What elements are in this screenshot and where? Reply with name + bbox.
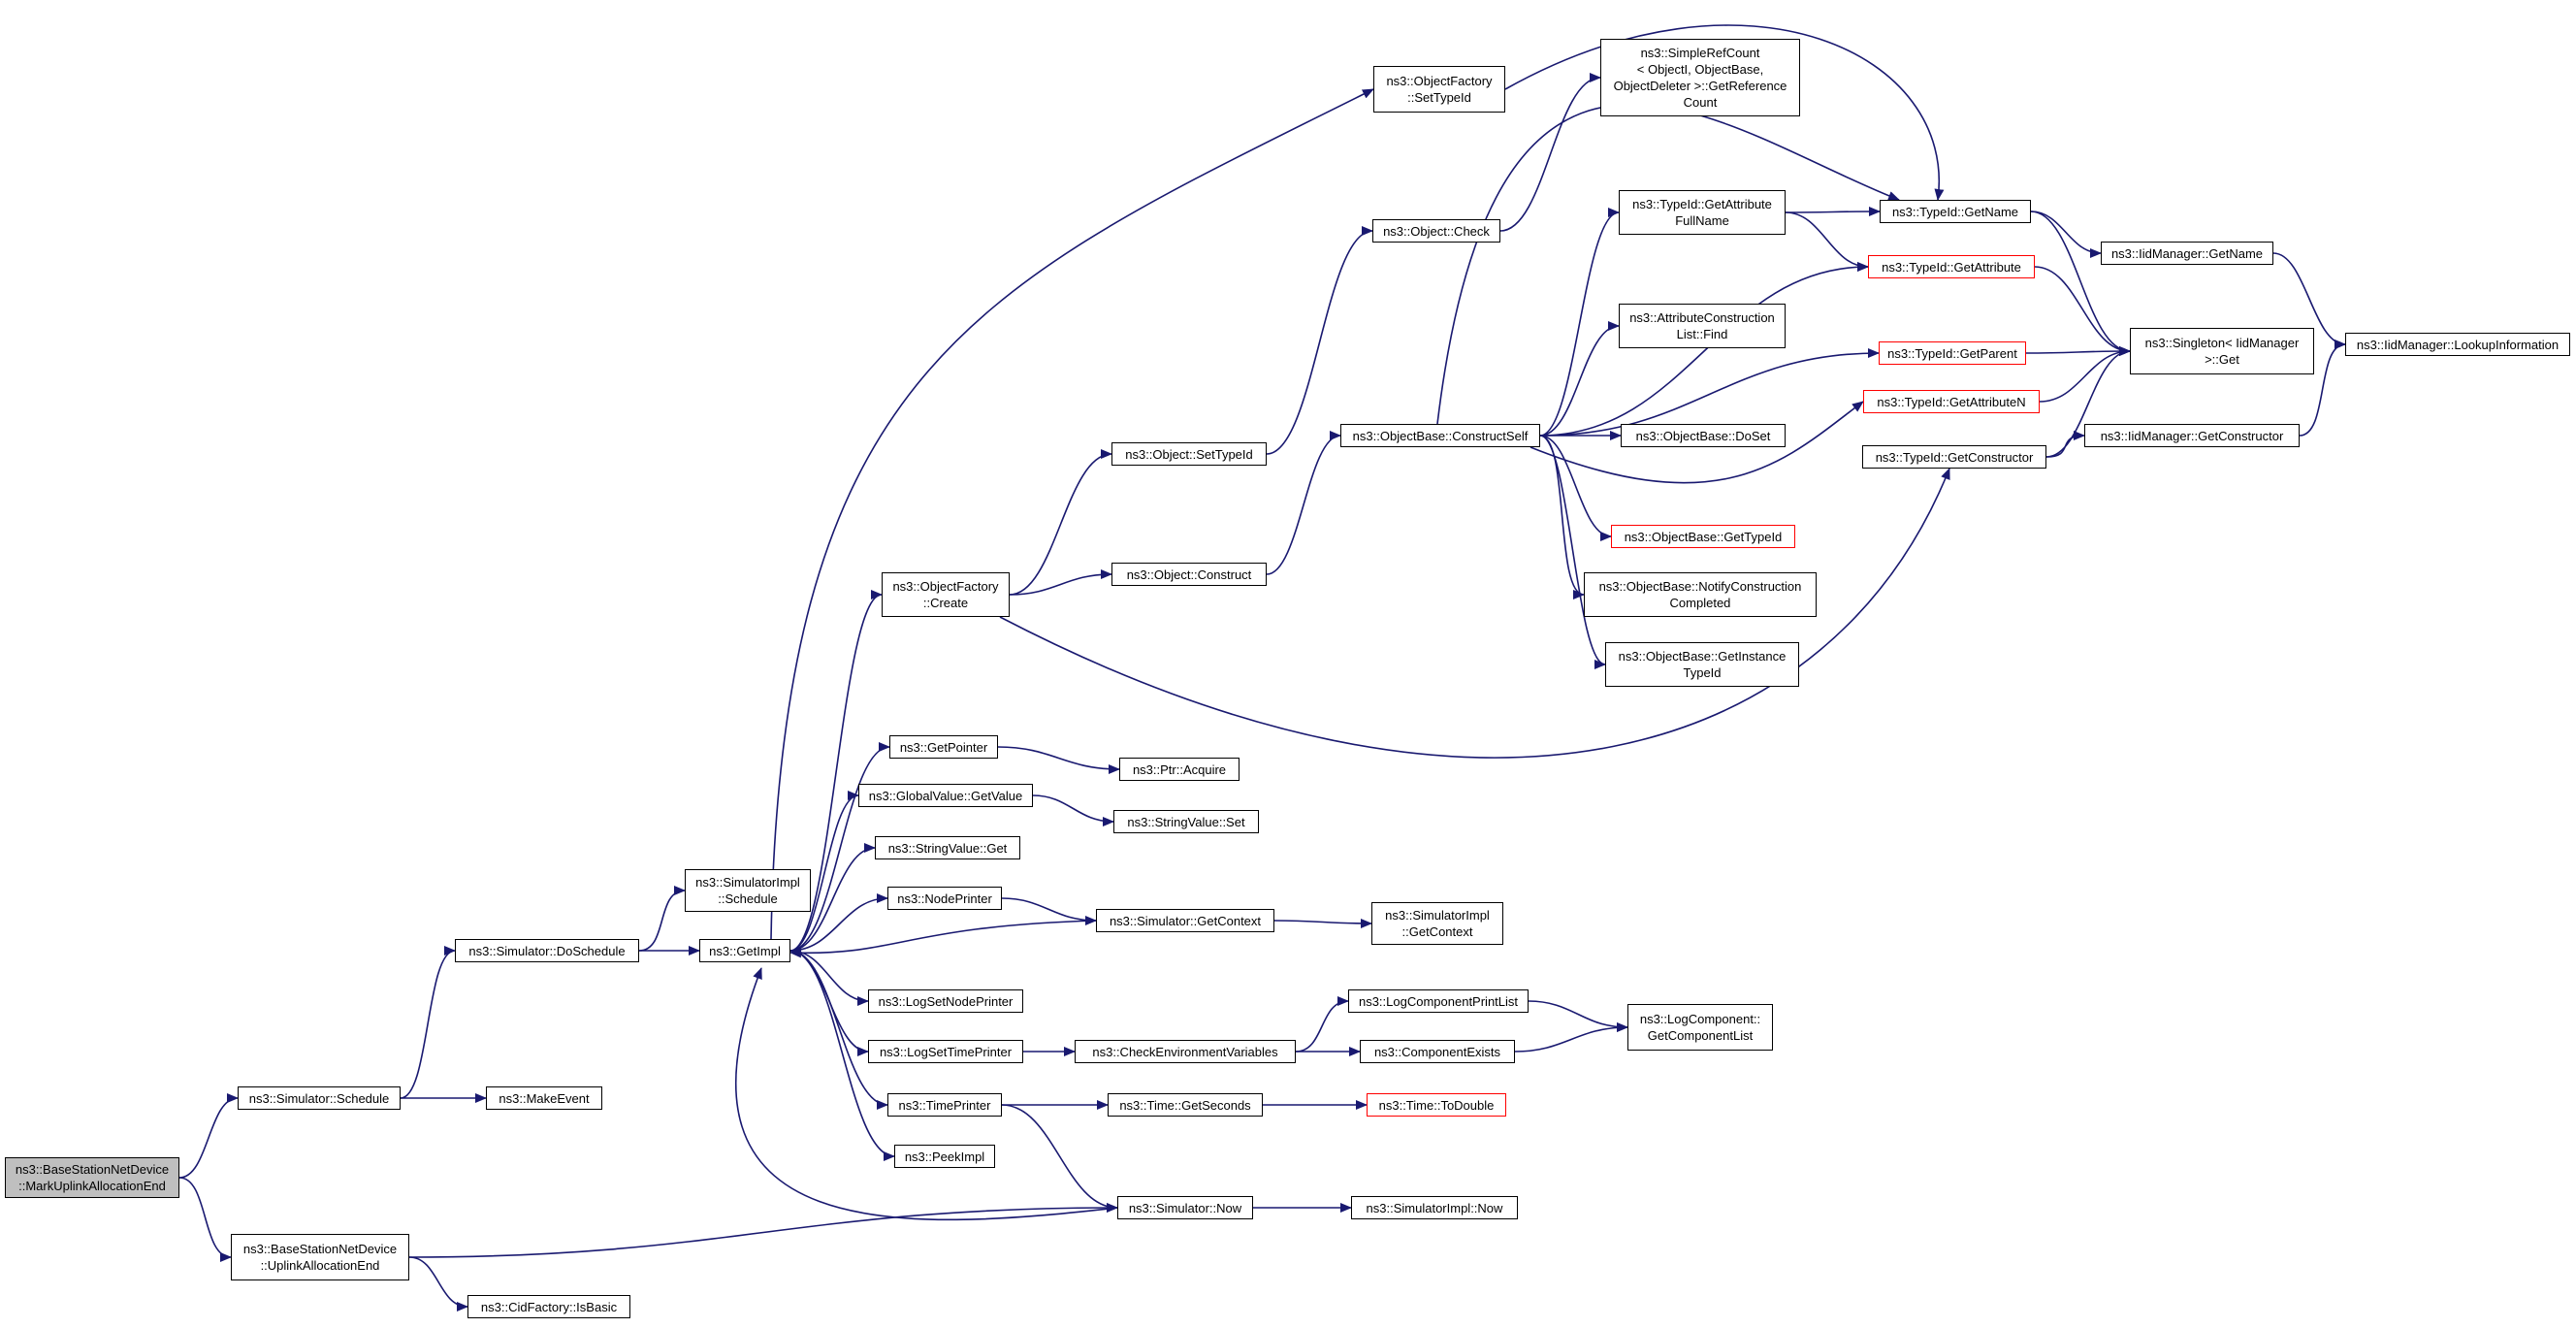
node-tidgetname[interactable]: ns3::TypeId::GetName bbox=[1880, 200, 2031, 223]
node-obnotify[interactable]: ns3::ObjectBase::NotifyConstruction Comp… bbox=[1584, 572, 1817, 617]
edge-sched-to-dosched bbox=[400, 946, 456, 1099]
node-logsettime[interactable]: ns3::LogSetTimePrinter bbox=[868, 1040, 1023, 1063]
edge-getimpl-to-svget bbox=[789, 843, 876, 952]
node-logcompprintlist[interactable]: ns3::LogComponentPrintList bbox=[1348, 989, 1529, 1013]
node-attrconstrfind[interactable]: ns3::AttributeConstruction List::Find bbox=[1619, 304, 1786, 348]
edge-getimpl-to-peekimpl bbox=[789, 950, 895, 1161]
edge-obconstructself-to-tidgetparent bbox=[1539, 348, 1880, 437]
edge-ulae-to-isbasic bbox=[408, 1256, 468, 1312]
node-singletonget[interactable]: ns3::Singleton< IidManager >::Get bbox=[2130, 328, 2314, 374]
node-simimplsched[interactable]: ns3::SimulatorImpl ::Schedule bbox=[685, 869, 811, 912]
edge-tidgetattrfull-to-tidgetattr bbox=[1785, 211, 1869, 272]
edge-ofcreate-to-objsettypeid bbox=[1009, 449, 1112, 596]
edge-getimpl-to-timeprinter bbox=[789, 950, 888, 1110]
node-isbasic[interactable]: ns3::CidFactory::IsBasic bbox=[467, 1295, 630, 1318]
node-ofcreate[interactable]: ns3::ObjectFactory ::Create bbox=[882, 572, 1010, 617]
node-sched[interactable]: ns3::Simulator::Schedule bbox=[238, 1086, 401, 1110]
node-iidgetctor[interactable]: ns3::IidManager::GetConstructor bbox=[2084, 424, 2300, 447]
node-tidgetparent[interactable]: ns3::TypeId::GetParent bbox=[1879, 341, 2026, 365]
edge-ofcreate-to-tidgetctor bbox=[999, 468, 1950, 759]
edge-obconstructself-to-tidgetattrn bbox=[1530, 401, 1864, 484]
node-svset[interactable]: ns3::StringValue::Set bbox=[1113, 810, 1259, 833]
edge-tidgetname-to-singletonget bbox=[2030, 211, 2131, 356]
node-timeprinter[interactable]: ns3::TimePrinter bbox=[887, 1093, 1002, 1117]
node-getimpl[interactable]: ns3::GetImpl bbox=[699, 939, 790, 962]
node-simimplnow[interactable]: ns3::SimulatorImpl::Now bbox=[1351, 1196, 1518, 1219]
node-timegetsec[interactable]: ns3::Time::GetSeconds bbox=[1108, 1093, 1263, 1117]
edge-getimpl-to-nodeprinter bbox=[789, 893, 888, 952]
edge-timeprinter-to-simnow bbox=[1001, 1104, 1118, 1213]
node-logsetnode[interactable]: ns3::LogSetNodePrinter bbox=[868, 989, 1023, 1013]
node-root: ns3::BaseStationNetDevice ::MarkUplinkAl… bbox=[5, 1157, 179, 1198]
node-compexists[interactable]: ns3::ComponentExists bbox=[1360, 1040, 1515, 1063]
edge-objsettypeid-to-objcheck bbox=[1266, 226, 1373, 455]
edge-objconstruct-to-obconstructself bbox=[1266, 431, 1341, 575]
edge-obconstructself-to-obgetinst bbox=[1539, 435, 1606, 669]
edge-getimpl-to-gvgetvalue bbox=[789, 791, 859, 952]
edge-dosched-to-simimplsched bbox=[638, 886, 686, 952]
node-iidlookup[interactable]: ns3::IidManager::LookupInformation bbox=[2345, 333, 2570, 356]
edge-obconstructself-to-obgettypeid bbox=[1539, 435, 1612, 541]
node-nodeprinter[interactable]: ns3::NodePrinter bbox=[887, 887, 1002, 910]
node-dosched[interactable]: ns3::Simulator::DoSchedule bbox=[455, 939, 639, 962]
edge-getimpl-to-ofcreate bbox=[789, 590, 883, 952]
node-ulae[interactable]: ns3::BaseStationNetDevice ::UplinkAlloca… bbox=[231, 1234, 409, 1280]
edge-obconstructself-to-tidgetattr bbox=[1539, 262, 1869, 437]
edge-simgetctx-to-simimplgetctx bbox=[1273, 918, 1372, 928]
node-gvgetvalue[interactable]: ns3::GlobalValue::GetValue bbox=[858, 784, 1033, 807]
edge-obconstructself-to-tidgetattrfull bbox=[1539, 208, 1620, 437]
node-logcompgetlist[interactable]: ns3::LogComponent:: GetComponentList bbox=[1627, 1004, 1773, 1051]
node-simnow[interactable]: ns3::Simulator::Now bbox=[1117, 1196, 1253, 1219]
node-tidgetattrn[interactable]: ns3::TypeId::GetAttributeN bbox=[1863, 390, 2040, 413]
node-obgetinst[interactable]: ns3::ObjectBase::GetInstance TypeId bbox=[1605, 642, 1799, 687]
edge-tidgetattr-to-singletonget bbox=[2034, 266, 2131, 356]
edge-tidgetctor-to-singletonget bbox=[2045, 346, 2131, 458]
node-timetodouble[interactable]: ns3::Time::ToDouble bbox=[1367, 1093, 1506, 1117]
edge-getimpl-to-getpointer bbox=[789, 742, 890, 952]
edge-getpointer-to-ptracquire bbox=[997, 746, 1120, 774]
node-getpointer[interactable]: ns3::GetPointer bbox=[889, 735, 998, 759]
edge-objcheck-to-simplerefcount bbox=[1499, 73, 1601, 232]
edge-checkenv-to-logcompprintlist bbox=[1295, 996, 1349, 1053]
edge-logcompprintlist-to-logcompgetlist bbox=[1528, 1000, 1628, 1032]
node-checkenv[interactable]: ns3::CheckEnvironmentVariables bbox=[1075, 1040, 1296, 1063]
edge-compexists-to-logcompgetlist bbox=[1514, 1022, 1628, 1053]
edge-obconstructself-to-attrconstrfind bbox=[1539, 321, 1620, 437]
edge-simnow-to-getimpl bbox=[734, 967, 1118, 1221]
edge-tidgetparent-to-singletonget bbox=[2025, 346, 2131, 357]
edge-root-to-ulae bbox=[178, 1177, 232, 1262]
node-iidgetname[interactable]: ns3::IidManager::GetName bbox=[2101, 242, 2273, 265]
edge-tidgetattrfull-to-tidgetname bbox=[1785, 207, 1881, 217]
node-makeevent[interactable]: ns3::MakeEvent bbox=[486, 1086, 602, 1110]
node-simgetctx[interactable]: ns3::Simulator::GetContext bbox=[1096, 909, 1274, 932]
edge-root-to-sched bbox=[178, 1093, 239, 1179]
node-obconstructself[interactable]: ns3::ObjectBase::ConstructSelf bbox=[1340, 424, 1540, 447]
node-ofsettypeid[interactable]: ns3::ObjectFactory ::SetTypeId bbox=[1373, 66, 1505, 113]
edge-iidgetctor-to-iidlookup bbox=[2299, 340, 2346, 437]
edge-tidgetctor-to-iidgetctor bbox=[2045, 431, 2085, 458]
edge-tidgetattrn-to-singletonget bbox=[2039, 346, 2131, 403]
node-simplerefcount[interactable]: ns3::SimpleRefCount < ObjectI, ObjectBas… bbox=[1600, 39, 1800, 116]
node-objconstruct[interactable]: ns3::Object::Construct bbox=[1111, 563, 1267, 586]
node-objsettypeid[interactable]: ns3::Object::SetTypeId bbox=[1111, 442, 1267, 466]
node-simimplgetctx[interactable]: ns3::SimulatorImpl ::GetContext bbox=[1371, 902, 1503, 945]
node-objcheck[interactable]: ns3::Object::Check bbox=[1372, 219, 1500, 243]
node-tidgetctor[interactable]: ns3::TypeId::GetConstructor bbox=[1862, 445, 2046, 469]
node-ptracquire[interactable]: ns3::Ptr::Acquire bbox=[1119, 758, 1240, 781]
node-obgettypeid[interactable]: ns3::ObjectBase::GetTypeId bbox=[1611, 525, 1795, 548]
node-svget[interactable]: ns3::StringValue::Get bbox=[875, 836, 1020, 859]
edge-ofcreate-to-objconstruct bbox=[1009, 569, 1112, 596]
edge-nodeprinter-to-simgetctx bbox=[1001, 897, 1097, 925]
node-peekimpl[interactable]: ns3::PeekImpl bbox=[894, 1145, 995, 1168]
edge-ulae-to-simnow bbox=[408, 1203, 1118, 1258]
node-tidgetattrfull[interactable]: ns3::TypeId::GetAttribute FullName bbox=[1619, 190, 1786, 235]
edge-simgetctx-to-getimpl bbox=[789, 920, 1097, 958]
edge-gvgetvalue-to-svset bbox=[1032, 794, 1114, 826]
node-tidgetattr[interactable]: ns3::TypeId::GetAttribute bbox=[1868, 255, 2035, 278]
node-obdoset[interactable]: ns3::ObjectBase::DoSet bbox=[1621, 424, 1786, 447]
edge-getimpl-to-ofsettypeid bbox=[770, 88, 1374, 940]
